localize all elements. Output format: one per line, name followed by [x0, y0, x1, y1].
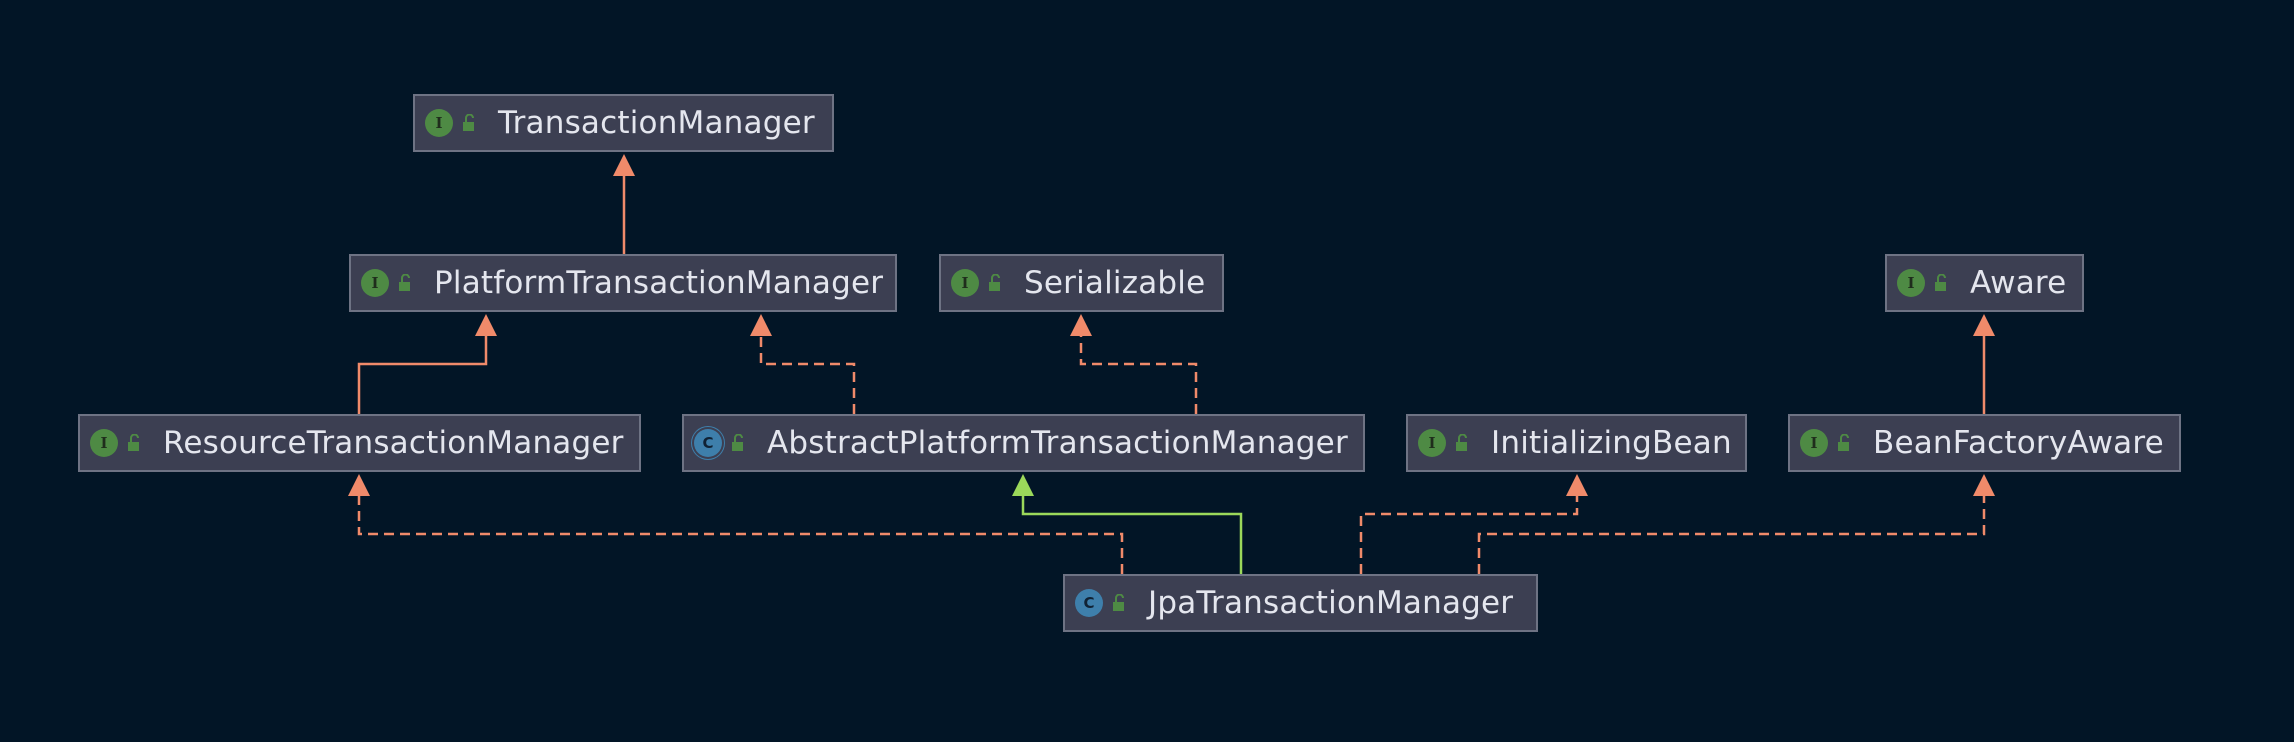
interface-icon: I — [1800, 429, 1828, 457]
node-initializing-bean[interactable]: I InitializingBean — [1406, 414, 1747, 472]
unlock-icon — [398, 274, 414, 292]
node-label: BeanFactoryAware — [1873, 425, 2164, 461]
node-label: Serializable — [1024, 265, 1206, 301]
class-icon: C — [1075, 589, 1103, 617]
node-bean-factory-aware[interactable]: I BeanFactoryAware — [1788, 414, 2181, 472]
node-label: PlatformTransactionManager — [434, 265, 884, 301]
node-label: AbstractPlatformTransactionManager — [767, 425, 1348, 461]
edge-jpa-to-initializing — [1359, 492, 1579, 574]
unlock-icon — [1837, 434, 1853, 452]
node-platform-transaction-manager[interactable]: I PlatformTransactionManager — [349, 254, 897, 312]
interface-icon: I — [361, 269, 389, 297]
node-label: InitializingBean — [1491, 425, 1732, 461]
edge-abstract-to-serializable — [1079, 332, 1198, 414]
unlock-icon — [1112, 594, 1128, 612]
interface-icon: I — [1418, 429, 1446, 457]
edge-arrowhead — [750, 314, 772, 336]
node-transaction-manager[interactable]: I TransactionManager — [413, 94, 834, 152]
node-serializable[interactable]: I Serializable — [939, 254, 1224, 312]
edge-arrowhead — [1566, 474, 1588, 496]
edge-arrowhead — [613, 154, 635, 176]
edge-arrowhead — [1973, 474, 1995, 496]
interface-icon: I — [1897, 269, 1925, 297]
edge-resource-to-platform — [357, 332, 488, 414]
node-jpa-transaction-manager[interactable]: C JpaTransactionManager — [1063, 574, 1538, 632]
unlock-icon — [127, 434, 143, 452]
interface-icon: I — [90, 429, 118, 457]
edge-arrowhead — [348, 474, 370, 496]
node-label: ResourceTransactionManager — [163, 425, 624, 461]
node-label: TransactionManager — [498, 105, 815, 141]
unlock-icon — [731, 434, 747, 452]
interface-icon: I — [951, 269, 979, 297]
edge-jpa-to-beanfactoryaware — [1477, 492, 1986, 574]
unlock-icon — [1455, 434, 1471, 452]
node-aware[interactable]: I Aware — [1885, 254, 2084, 312]
unlock-icon — [1934, 274, 1950, 292]
node-label: JpaTransactionManager — [1148, 585, 1514, 621]
edge-abstract-to-platform — [759, 332, 856, 414]
edge-jpa-to-resource — [357, 492, 1124, 574]
edge-arrowhead — [1973, 314, 1995, 336]
node-label: Aware — [1970, 265, 2067, 301]
unlock-icon — [988, 274, 1004, 292]
interface-icon: I — [425, 109, 453, 137]
edge-arrowhead — [1012, 474, 1034, 496]
edge-arrowhead — [1070, 314, 1092, 336]
edge-arrowhead — [475, 314, 497, 336]
node-resource-transaction-manager[interactable]: I ResourceTransactionManager — [78, 414, 641, 472]
edge-jpa-to-abstract — [1021, 492, 1243, 574]
unlock-icon — [462, 114, 478, 132]
node-abstract-platform-transaction-manager[interactable]: C AbstractPlatformTransactionManager — [682, 414, 1365, 472]
abstract-class-icon: C — [694, 429, 722, 457]
